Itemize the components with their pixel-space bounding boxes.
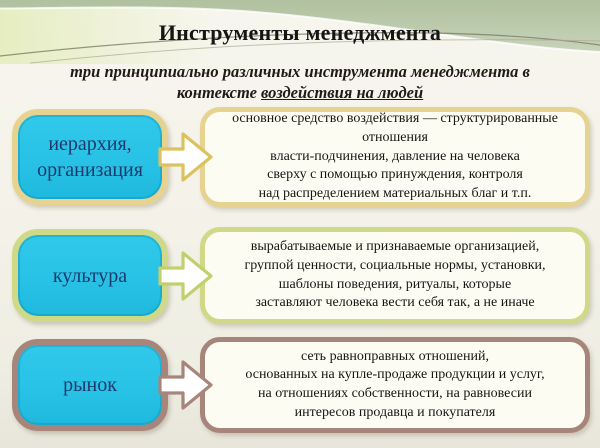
tool-box-culture: культура xyxy=(12,229,168,322)
tool-box-hierarchy: иерархия, организация xyxy=(12,109,168,205)
subtitle-line1: три принципиально различных инструмента … xyxy=(70,62,530,81)
subtitle-line2-prefix: контексте xyxy=(176,82,262,102)
right-arrow-icon xyxy=(158,247,214,305)
right-arrow-icon xyxy=(158,128,214,186)
slide-title: Инструменты менеджмента xyxy=(158,20,442,45)
tool-box-market: рынок xyxy=(12,339,168,431)
diagram-row-market: рынок сеть равноправных отношений, основ… xyxy=(12,337,590,433)
diagram-row-culture: культура вырабатываемые и признаваемые о… xyxy=(12,227,590,324)
slide-subtitle: три принципиально различных инструмента … xyxy=(20,62,580,103)
description-box-culture: вырабатываемые и признаваемые организаци… xyxy=(200,227,590,324)
description-box-market: сеть равноправных отношений, основанных … xyxy=(200,337,590,433)
description-box-hierarchy: основное средство воздействия — структур… xyxy=(200,107,590,207)
diagram-row-hierarchy: иерархия, организация основное средство … xyxy=(12,107,590,207)
right-arrow-icon xyxy=(158,356,214,414)
subtitle-underlined-phrase: воздействия на людей xyxy=(261,82,424,102)
